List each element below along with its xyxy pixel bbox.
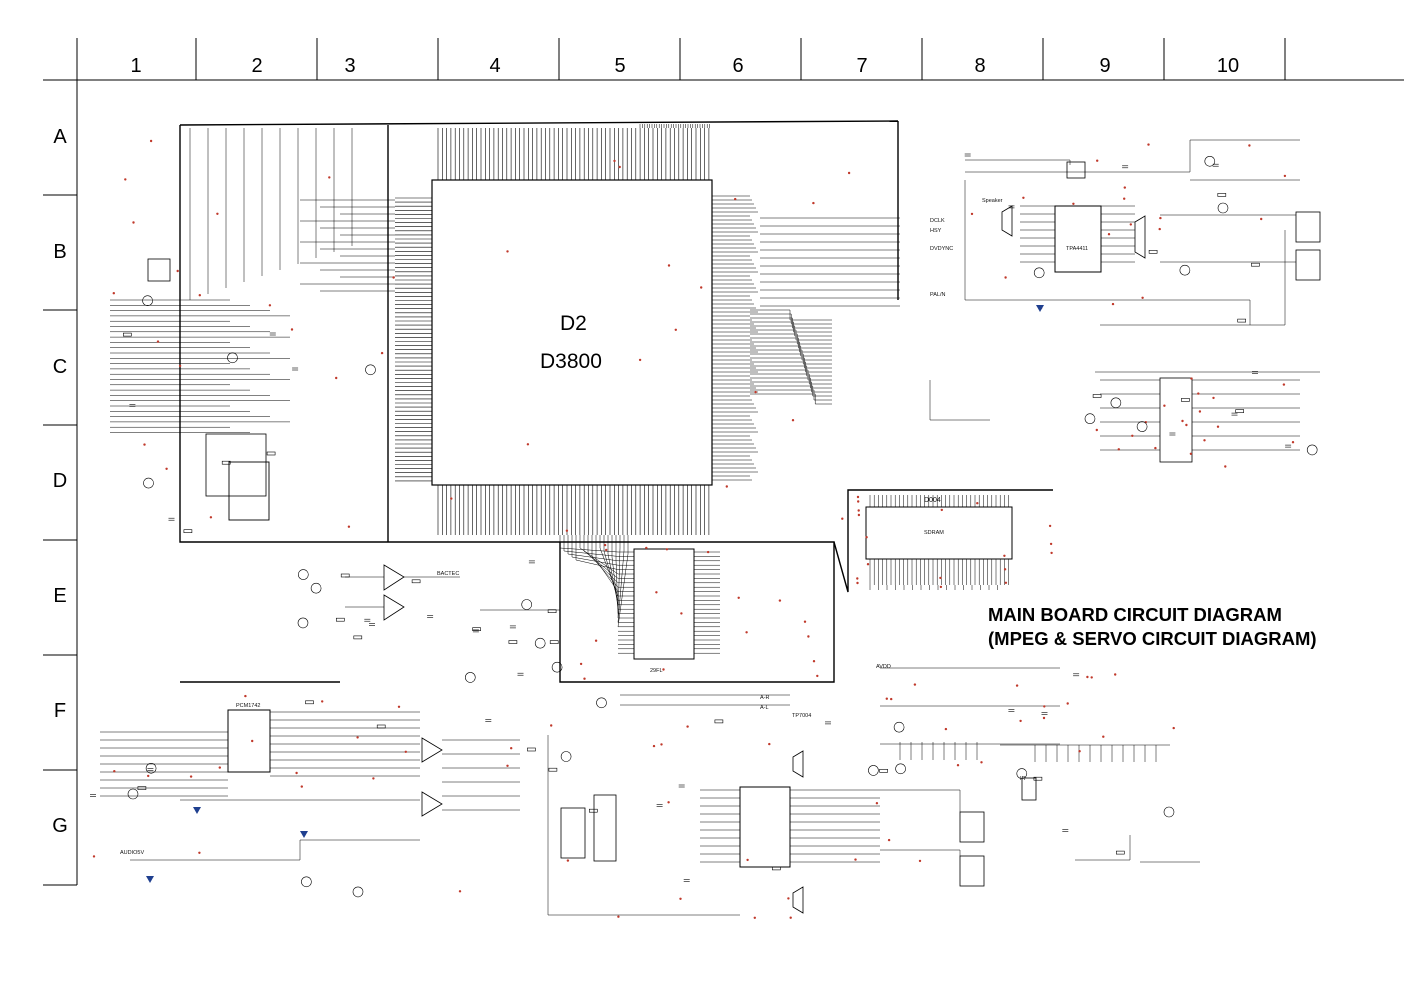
opamp-symbols	[383, 564, 443, 817]
label-a-r: A-R	[760, 695, 770, 701]
column-label-6: 6	[732, 55, 744, 77]
d2-chip	[395, 128, 758, 535]
wiring	[100, 124, 1320, 916]
label-avdd: AVDD	[876, 664, 891, 670]
row-label-e: E	[53, 585, 67, 607]
row-label-d: D	[52, 470, 68, 492]
sdram-chip-ref: D004	[924, 497, 941, 504]
label-pal-n: PAL/N	[930, 292, 946, 298]
connector-symbols	[959, 211, 1321, 887]
row-label-a: A	[53, 126, 67, 148]
column-label-10: 10	[1216, 55, 1240, 77]
label-bactec: BACTEC	[437, 571, 460, 577]
flash-chip	[618, 548, 720, 660]
row-label-b: B	[53, 241, 67, 263]
pcm-dac-chip	[147, 258, 271, 773]
junction-markers	[92, 139, 1295, 919]
main-chip-part: D3800	[540, 350, 602, 373]
column-label-8: 8	[974, 55, 986, 77]
label-dclk: DCLK	[930, 218, 945, 224]
label-tpa: TPA4411	[1066, 246, 1089, 252]
row-label-g: G	[52, 815, 68, 837]
column-label-7: 7	[856, 55, 868, 77]
label-tp: TP7004	[792, 713, 812, 719]
label-sdram: SDRAM	[924, 530, 944, 536]
label-a-l: A-L	[760, 705, 769, 711]
label-speaker: Speaker	[982, 198, 1003, 204]
label-ir: IR	[1020, 776, 1026, 782]
column-label-9: 9	[1099, 55, 1111, 77]
diagram-title-line-2: (MPEG & SERVO CIRCUIT DIAGRAM)	[988, 628, 1317, 649]
column-label-5: 5	[614, 55, 626, 77]
column-label-1: 1	[130, 55, 142, 77]
audio-amp-chip	[1001, 161, 1146, 273]
column-label-4: 4	[489, 55, 501, 77]
row-label-f: F	[53, 700, 67, 722]
label-hsy: HSY	[930, 228, 942, 234]
diagram-title-line-1: MAIN BOARD CIRCUIT DIAGRAM	[988, 604, 1282, 625]
row-label-c: C	[52, 356, 68, 378]
label-flash: 29FL	[650, 668, 663, 674]
passive-components	[90, 153, 1318, 898]
d004-sdram-chip	[865, 495, 1013, 585]
label-dvd-sync: DVDYNC	[930, 246, 954, 252]
main-chip-ref: D2	[560, 312, 587, 335]
mpeg-block-outline	[179, 120, 1053, 683]
column-label-2: 2	[251, 55, 263, 77]
label-audio5v: AUDIO5V	[120, 850, 145, 856]
column-label-3: 3	[344, 55, 356, 77]
label-pcm: PCM1742	[236, 703, 261, 709]
bottom-amp-chip	[560, 750, 804, 914]
grid-frame	[43, 38, 1404, 886]
